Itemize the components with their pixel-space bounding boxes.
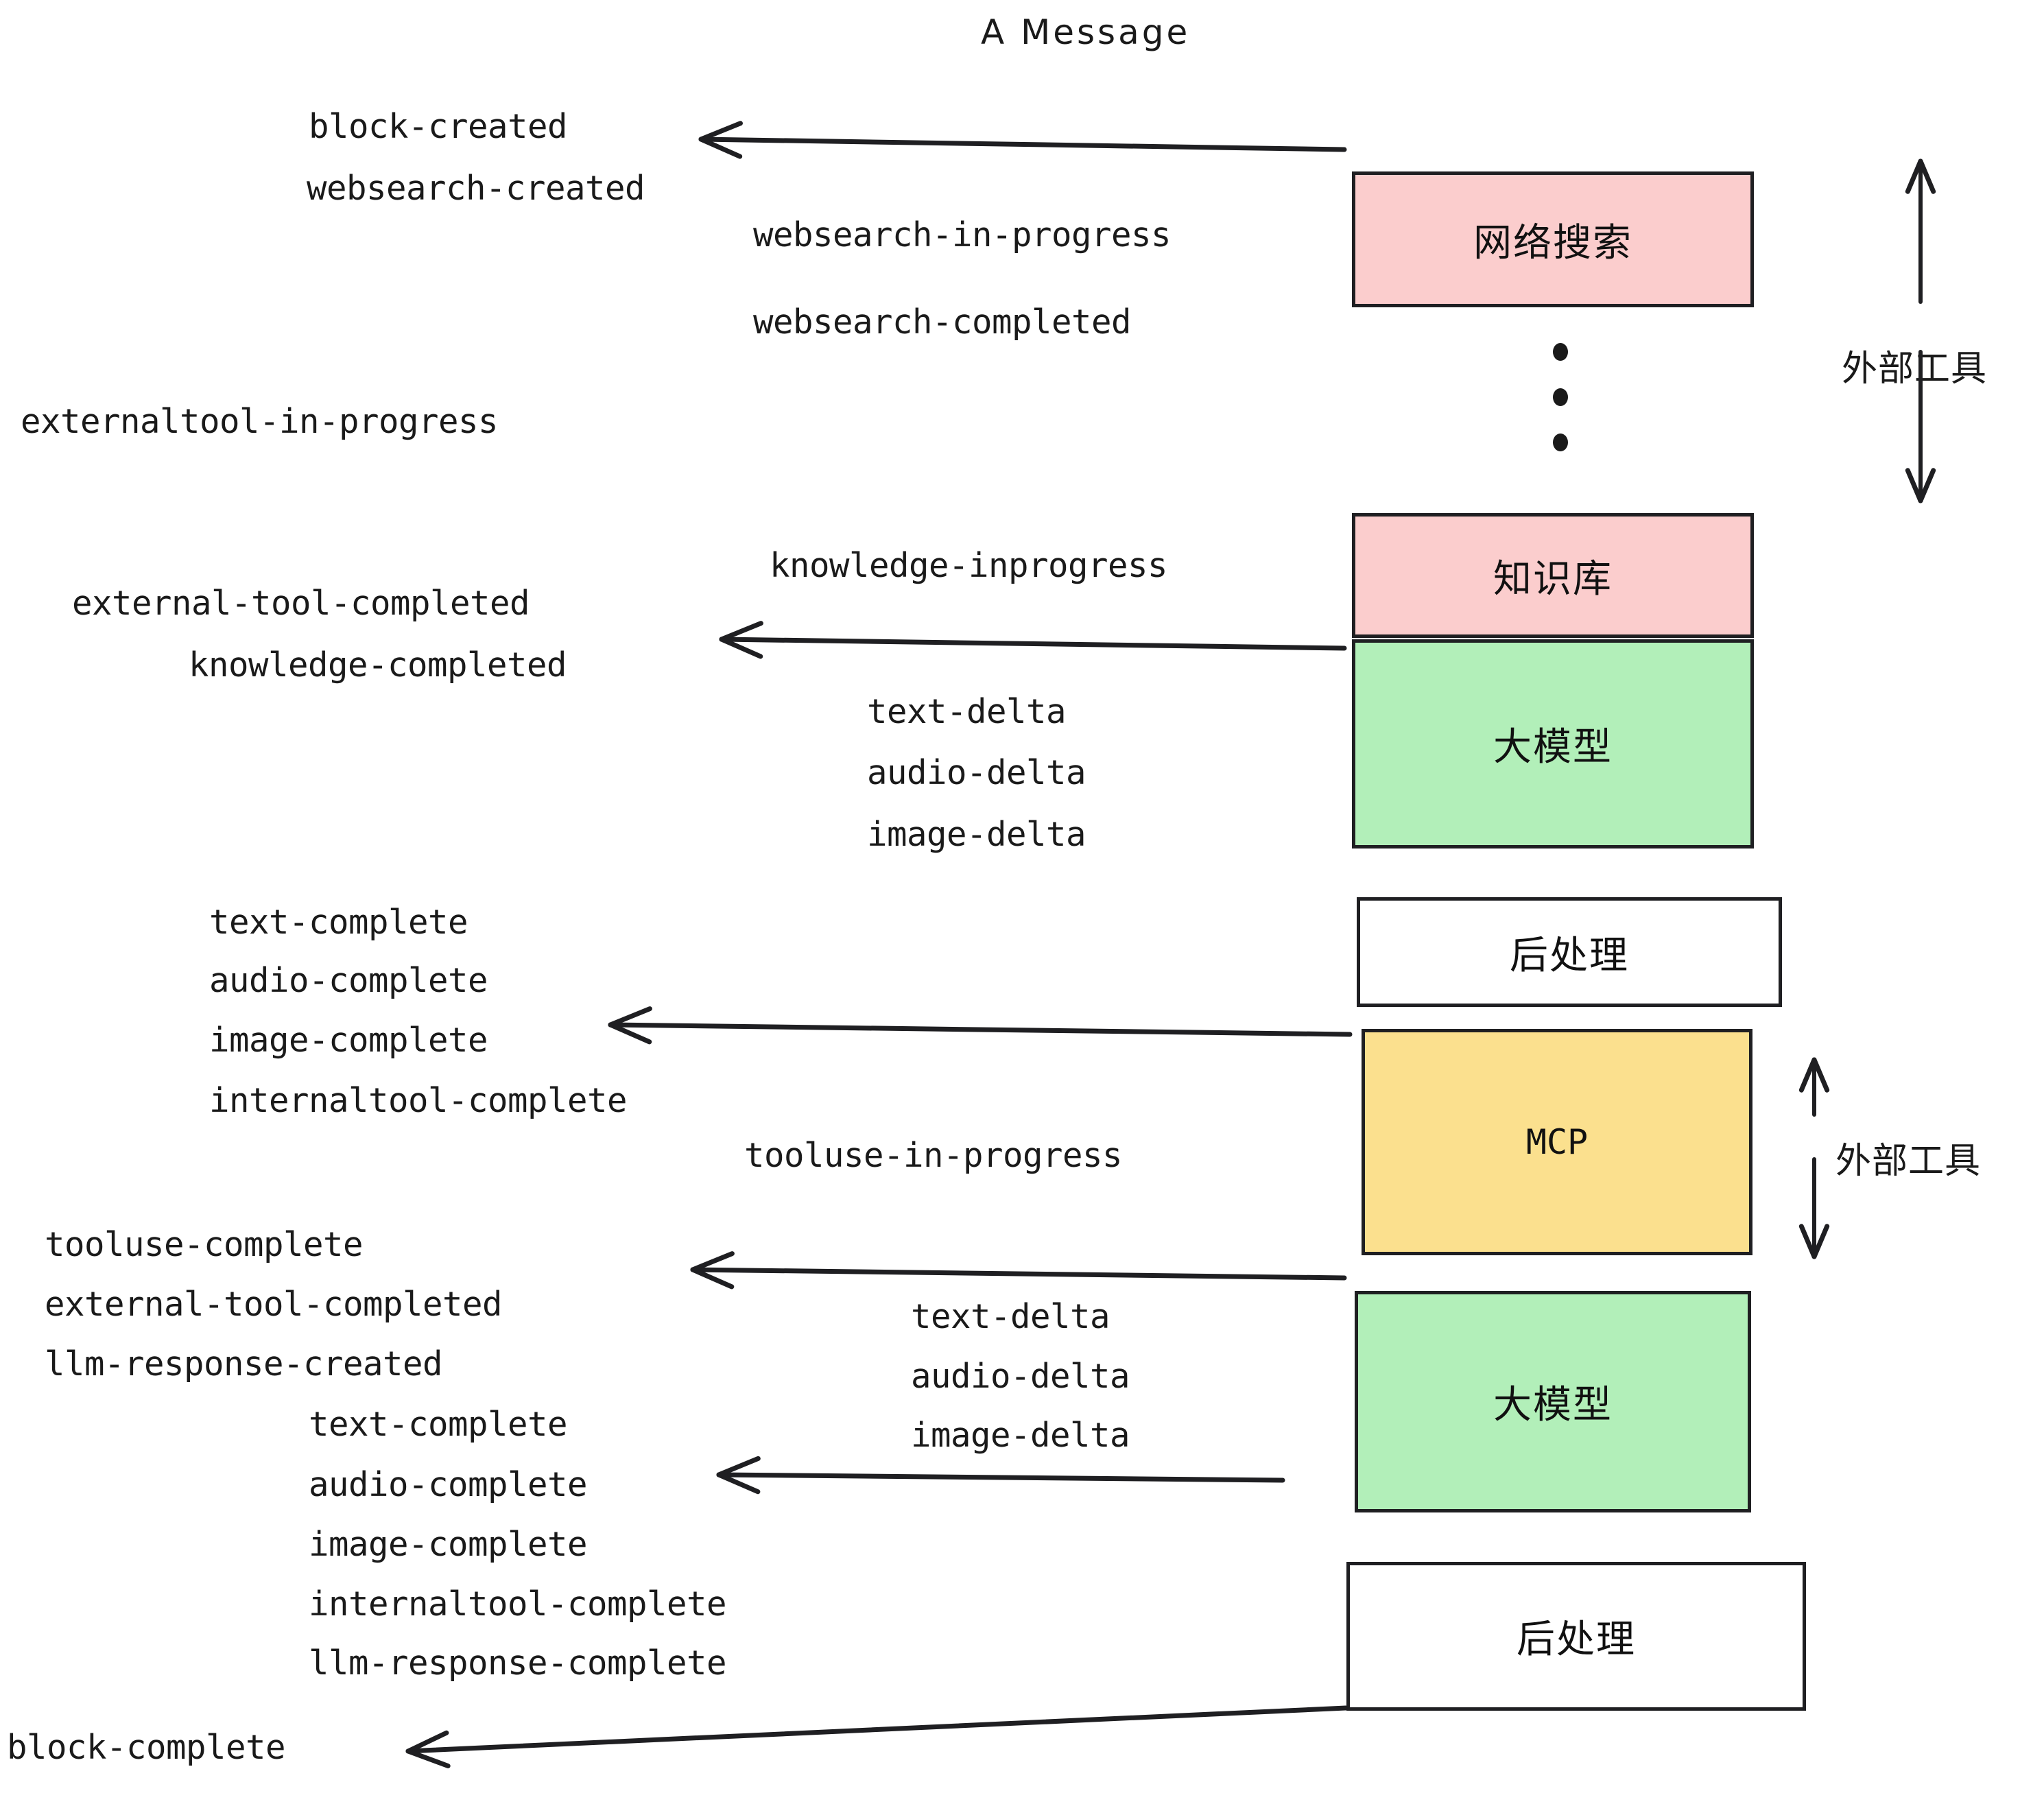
node-llm-1: 大模型 xyxy=(1352,639,1754,848)
event-label: image-delta xyxy=(911,1416,1130,1455)
event-label: websearch-created xyxy=(307,169,645,208)
node-label: 大模型 xyxy=(1493,725,1613,770)
knowledge-completed-arrow-head xyxy=(719,621,763,659)
event-label: websearch-completed xyxy=(753,302,1132,342)
block-complete-arrow-line xyxy=(405,1705,1348,1754)
tooluse-complete-arrow-line xyxy=(690,1267,1347,1281)
event-label: image-delta xyxy=(867,815,1086,854)
external-tools-top-down-head xyxy=(1905,468,1936,503)
node-label: 后处理 xyxy=(1510,933,1629,978)
node-label: 大模型 xyxy=(1493,1383,1613,1427)
node-postproc-1: 后处理 xyxy=(1357,897,1782,1007)
event-label: text-delta xyxy=(911,1297,1110,1336)
event-label: audio-delta xyxy=(867,753,1086,792)
external-tools-top-up-head xyxy=(1905,158,1936,194)
ellipsis-dot xyxy=(1553,343,1568,361)
event-label: text-complete xyxy=(209,903,468,942)
external-tools-top-label: 外部工具 xyxy=(1842,348,1988,390)
ellipsis-dot xyxy=(1553,434,1568,451)
event-label: tooluse-in-progress xyxy=(744,1136,1123,1175)
event-label: llm-response-created xyxy=(45,1344,443,1384)
event-label: internaltool-complete xyxy=(209,1081,628,1120)
event-label: text-complete xyxy=(309,1405,568,1444)
image-complete-arrow-line xyxy=(608,1022,1353,1037)
node-websearch: 网络搜索 xyxy=(1352,171,1754,307)
node-label: 网络搜索 xyxy=(1473,220,1632,265)
event-label: image-complete xyxy=(209,1021,488,1060)
audio-complete-arrow-head xyxy=(716,1456,761,1495)
node-mcp: MCP xyxy=(1362,1029,1752,1255)
node-label: MCP xyxy=(1525,1122,1589,1162)
node-label: 知识库 xyxy=(1493,556,1613,602)
external-tools-bottom-up-head xyxy=(1798,1057,1830,1093)
node-llm-2: 大模型 xyxy=(1355,1291,1751,1512)
node-label: 后处理 xyxy=(1517,1617,1636,1662)
event-label: block-complete xyxy=(7,1728,286,1767)
event-label: internaltool-complete xyxy=(309,1585,727,1624)
tooluse-complete-arrow-head xyxy=(690,1251,735,1290)
block-created-arrow-head xyxy=(698,121,743,159)
external-tools-bottom-label: 外部工具 xyxy=(1835,1141,1982,1182)
event-label: text-delta xyxy=(867,692,1067,731)
event-label: audio-complete xyxy=(309,1465,588,1504)
event-label: websearch-in-progress xyxy=(753,215,1172,254)
event-label: image-complete xyxy=(309,1525,588,1564)
audio-complete-arrow-line xyxy=(716,1472,1285,1483)
page-title: A Message xyxy=(981,12,1191,52)
vertical-ellipsis-icon xyxy=(1553,343,1568,479)
image-complete-arrow-head xyxy=(608,1006,652,1045)
block-complete-arrow-head xyxy=(405,1730,451,1768)
event-label: tooluse-complete xyxy=(45,1225,364,1264)
knowledge-completed-arrow-line xyxy=(719,637,1347,651)
event-label: audio-delta xyxy=(911,1357,1130,1396)
node-postproc-2: 后处理 xyxy=(1346,1562,1806,1711)
event-label: externaltool-in-progress xyxy=(21,402,499,441)
ellipsis-dot xyxy=(1553,388,1568,406)
event-label: audio-complete xyxy=(209,961,488,1000)
external-tools-bottom-down-head xyxy=(1798,1224,1830,1259)
event-label: block-created xyxy=(309,107,568,146)
node-knowledge: 知识库 xyxy=(1352,513,1754,638)
event-label: llm-response-complete xyxy=(309,1643,727,1683)
event-label: knowledge-completed xyxy=(189,645,567,685)
block-created-arrow-line xyxy=(698,137,1347,152)
event-label: external-tool-completed xyxy=(72,584,530,623)
event-label: knowledge-inprogress xyxy=(770,546,1168,585)
event-label: external-tool-completed xyxy=(45,1285,503,1324)
